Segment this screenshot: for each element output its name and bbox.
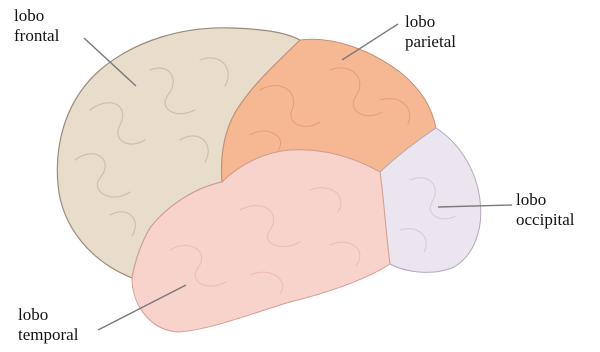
frontal-label-line2: frontal	[14, 26, 59, 46]
occipital-lobe-label: lobo occipital	[516, 190, 575, 230]
temporal-label-line1: lobo	[18, 305, 78, 325]
parietal-lobe-label: lobo parietal	[405, 12, 456, 52]
temporal-lobe-label: lobo temporal	[18, 305, 78, 345]
parietal-label-line1: lobo	[405, 12, 456, 32]
occipital-label-line1: lobo	[516, 190, 575, 210]
temporal-label-line2: temporal	[18, 325, 78, 345]
frontal-label-line1: lobo	[14, 6, 59, 26]
frontal-lobe-label: lobo frontal	[14, 6, 59, 46]
occipital-label-line2: occipital	[516, 210, 575, 230]
parietal-label-line2: parietal	[405, 32, 456, 52]
